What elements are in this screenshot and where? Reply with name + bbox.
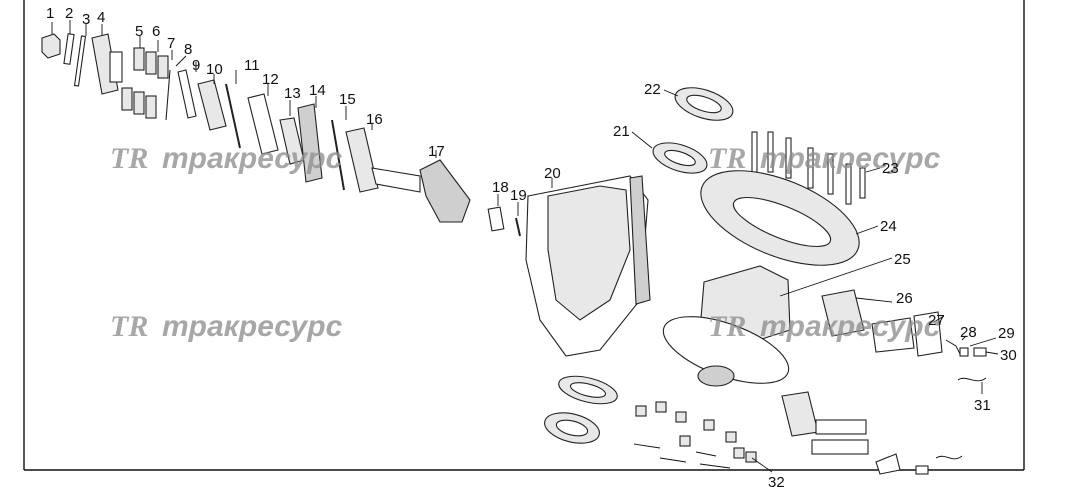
part-label-23: 23 [882, 160, 899, 177]
part-label-20: 20 [544, 165, 561, 182]
part-label-1: 1 [46, 5, 54, 22]
part-5-7-bearing-blocks [121, 36, 173, 119]
part-label-28: 28 [960, 324, 977, 341]
part-27-plate [913, 311, 945, 357]
part-9-spacer [177, 62, 197, 119]
part-label-26: 26 [896, 290, 913, 307]
part-29-washer [959, 337, 997, 357]
part-label-9: 9 [192, 57, 200, 74]
part-28-clip [945, 335, 967, 355]
watermark-logo: TR [110, 142, 148, 175]
watermark-logo: TR [708, 142, 746, 175]
part-label-16: 16 [366, 111, 383, 128]
part-label-30: 30 [1000, 347, 1017, 364]
part-label-14: 14 [309, 82, 326, 99]
part-label-3: 3 [82, 11, 90, 28]
part-label-8: 8 [184, 41, 192, 58]
part-label-12: 12 [262, 71, 279, 88]
part-label-18: 18 [492, 179, 509, 196]
part-label-5: 5 [135, 23, 143, 40]
watermark-text: тракресурс [162, 310, 343, 343]
part-12-race [247, 84, 279, 155]
part-18-spacer [487, 194, 505, 232]
part-32-small-hardware [633, 401, 773, 473]
watermark-2: TR тракресурс [708, 142, 941, 175]
axle-shaft-assembly [781, 391, 963, 475]
part-31-cotter [957, 377, 987, 394]
part-label-4: 4 [97, 9, 105, 26]
part-3-ring [73, 24, 87, 87]
part-16-bearing [345, 124, 379, 193]
part-15-spacer-ring [331, 106, 347, 191]
part-30-bolt [973, 347, 999, 357]
part-label-31: 31 [974, 397, 991, 414]
part-10-sleeve [197, 74, 227, 131]
part-label-11: 11 [244, 57, 260, 74]
part-26-side-gear-block [821, 289, 915, 353]
part-24-ring-gear [700, 170, 879, 266]
part-label-6: 6 [152, 23, 160, 40]
part-label-17: 17 [428, 143, 445, 160]
part-label-21: 21 [613, 123, 630, 140]
lower-bearing [544, 412, 600, 444]
part-17-pinion-shaft [371, 150, 471, 223]
part-label-25: 25 [894, 251, 911, 268]
part-19-pin [515, 202, 521, 237]
part-20-axle-housing [525, 175, 651, 357]
part-22-bearing-cup [663, 87, 734, 121]
part-25-differential-case [662, 257, 893, 387]
watermark-text: тракресурс [760, 142, 941, 175]
watermark-logo: TR [110, 310, 148, 343]
part-label-24: 24 [880, 218, 897, 235]
part-label-2: 2 [65, 5, 73, 22]
part-11-shim [225, 70, 241, 149]
part-label-19: 19 [510, 187, 527, 204]
watermark-4: TR тракресурс [708, 310, 941, 343]
watermark-text: тракресурс [760, 310, 941, 343]
part-label-7: 7 [167, 35, 175, 52]
watermark-text: тракресурс [162, 142, 343, 175]
part-label-22: 22 [644, 81, 661, 98]
part-2-washer [63, 20, 75, 65]
watermark-logo: TR [708, 310, 746, 343]
part-label-13: 13 [284, 85, 301, 102]
part-label-27: 27 [928, 312, 945, 329]
part-14-housing-ring [297, 96, 323, 183]
part-label-32: 32 [768, 474, 785, 487]
part-4-flange [91, 24, 123, 95]
part-1-nut [41, 22, 61, 59]
lower-bearing-cup [558, 375, 618, 405]
part-8-pin [165, 55, 187, 121]
part-23-bolts [751, 131, 881, 205]
watermark-1: TR тракресурс [110, 142, 343, 175]
part-21-bearing [631, 131, 708, 174]
watermark-3: TR тракресурс [110, 310, 343, 343]
part-label-10: 10 [206, 61, 223, 78]
part-label-15: 15 [339, 91, 356, 108]
part-label-29: 29 [998, 325, 1015, 342]
